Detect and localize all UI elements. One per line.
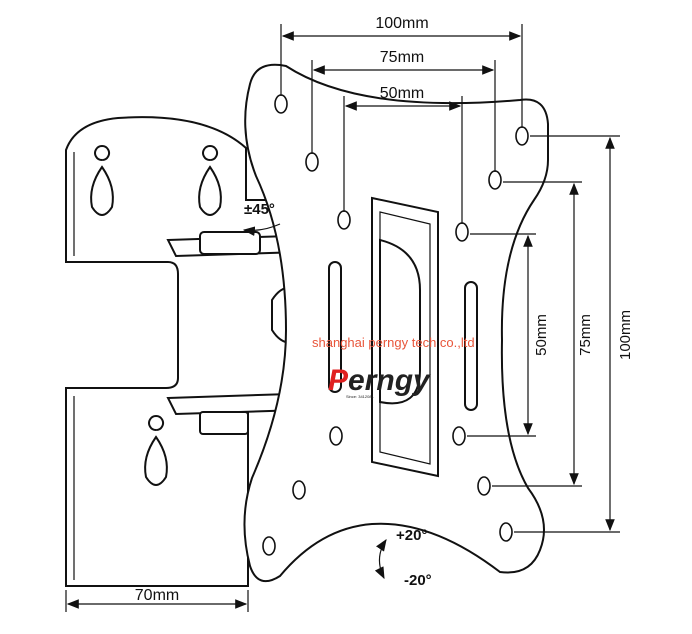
dim-top-100: 100mm xyxy=(375,15,428,32)
keyhole-slot xyxy=(90,145,114,216)
dim-top-50: 50mm xyxy=(380,85,424,102)
perngy-logo: Perngy Since: 3412081 xyxy=(328,364,431,399)
vesa-plate xyxy=(243,63,549,583)
watermark-text: shanghai perngy tech co.,ltd xyxy=(312,335,475,350)
logo-rest: erngy xyxy=(348,364,431,397)
keyhole-slot xyxy=(198,145,222,216)
logo-small-text: Since: 3412081 xyxy=(346,394,375,399)
keyhole-slot xyxy=(144,415,168,486)
dim-right-75: 75mm xyxy=(577,314,594,356)
dim-top-75: 75mm xyxy=(380,49,424,66)
right-dimension-lines xyxy=(467,135,620,533)
swivel-arrow xyxy=(242,223,281,236)
dim-right-50: 50mm xyxy=(533,314,550,356)
top-dimension-lines xyxy=(280,24,523,224)
swivel-angle-label: ±45° xyxy=(244,201,275,218)
tilt-down-label: -20° xyxy=(404,572,432,589)
tilt-up-label: +20° xyxy=(396,527,427,544)
tilt-arrow xyxy=(374,539,387,580)
svg-text:Perngy: Perngy xyxy=(328,364,431,397)
dim-bottom-70: 70mm xyxy=(135,587,179,604)
logo-first-letter: P xyxy=(328,364,349,397)
bottom-dimension-line xyxy=(65,590,249,612)
dim-right-100: 100mm xyxy=(617,310,634,360)
